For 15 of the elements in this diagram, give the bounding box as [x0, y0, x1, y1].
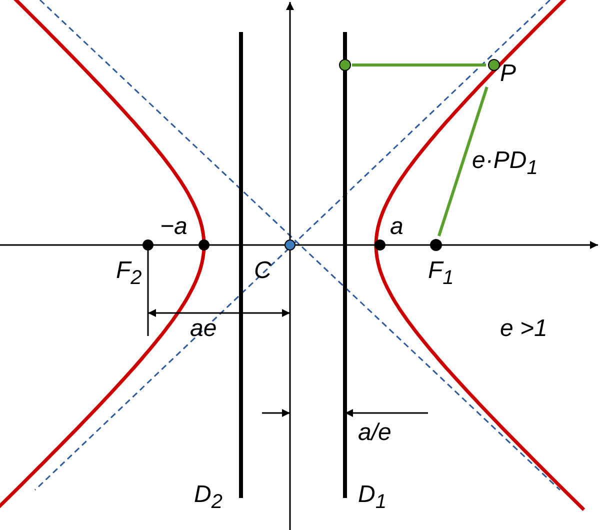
- connector-line: [437, 86, 488, 236]
- point-label: F$_{1}$: [428, 258, 454, 291]
- condition-label: e >1: [500, 316, 548, 342]
- directrix-label: D$_{2}$: [194, 482, 222, 515]
- directrix-label: D$_{1}$: [358, 482, 386, 515]
- dimension-label: a/e: [358, 420, 392, 446]
- dimension-label: ae: [190, 316, 217, 342]
- connector-line: [352, 64, 486, 66]
- point-label: P: [500, 61, 516, 87]
- vertex-label: a: [390, 214, 404, 240]
- focus-label: F$_{2}$: [116, 258, 142, 291]
- edge-label: e·PD$_{1}$: [472, 148, 538, 181]
- point-marker: [338, 58, 352, 72]
- vertex-label: −a: [160, 214, 188, 240]
- center-label: C: [254, 258, 272, 284]
